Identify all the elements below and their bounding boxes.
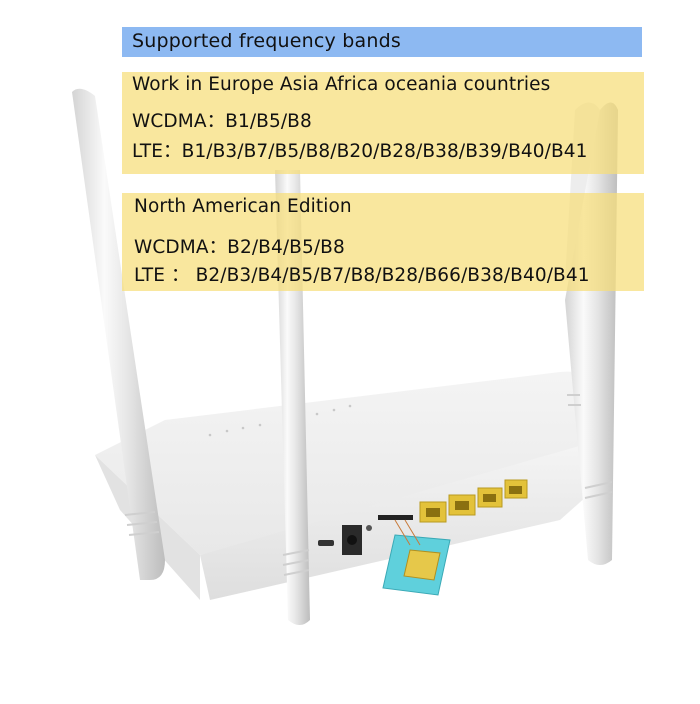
antenna-left	[72, 88, 165, 581]
region-title: Work in Europe Asia Africa oceania count…	[132, 74, 551, 95]
router-ports	[318, 479, 528, 555]
router-body	[95, 371, 605, 600]
lte-bands: LTE：B1/B3/B7/B5/B8/B20/B28/B38/B39/B40/B…	[132, 141, 588, 162]
region-title: North American Edition	[134, 196, 352, 217]
region-panel-north-america: North American Edition WCDMA：B2/B4/B5/B8…	[122, 193, 644, 291]
region-panel-global: Work in Europe Asia Africa oceania count…	[122, 72, 644, 174]
wcdma-bands: WCDMA：B1/B5/B8	[132, 111, 312, 132]
sim-card-illustration	[382, 519, 451, 596]
header-title: Supported frequency bands	[132, 30, 401, 52]
lte-bands: LTE ： B2/B3/B4/B5/B7/B8/B28/B66/B38/B40/…	[134, 265, 590, 286]
wcdma-bands: WCDMA：B2/B4/B5/B8	[134, 237, 345, 258]
frequency-bands-header: Supported frequency bands	[122, 27, 642, 57]
